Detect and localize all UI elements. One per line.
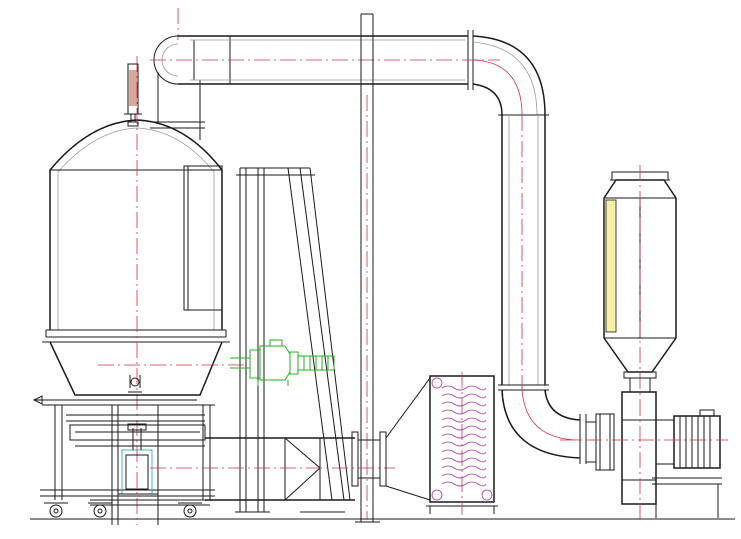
drying-vessel bbox=[42, 63, 230, 343]
support-frame bbox=[32, 395, 215, 525]
agitator-motor-drive bbox=[230, 339, 335, 386]
bag-filter bbox=[603, 165, 677, 400]
bottom-instrument bbox=[118, 423, 158, 495]
heat-exchanger bbox=[426, 372, 498, 515]
discharge-valve bbox=[128, 375, 142, 393]
inlet-air-duct bbox=[150, 165, 431, 513]
top-exhaust-riser bbox=[150, 72, 205, 140]
conical-bottom bbox=[49, 341, 245, 447]
duct-support-column bbox=[355, 13, 380, 523]
return-elbow bbox=[472, 35, 549, 116]
top-exhaust-duct bbox=[150, 30, 500, 90]
vertical-return-duct bbox=[498, 115, 587, 464]
cyclone-cone bbox=[603, 337, 677, 392]
exhaust-fan bbox=[560, 391, 728, 520]
